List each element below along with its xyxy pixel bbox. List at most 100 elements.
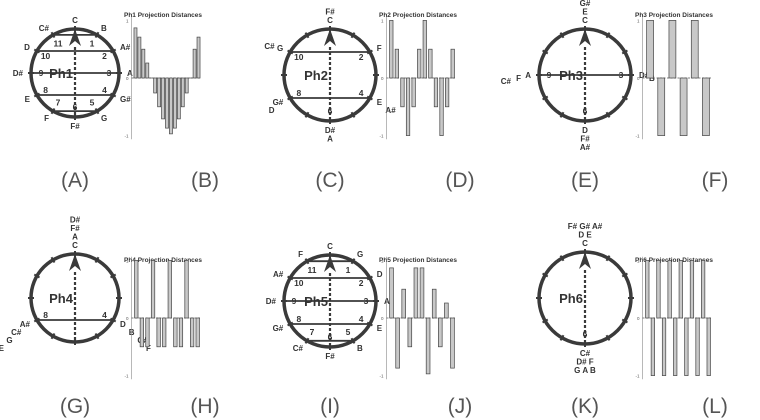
bar xyxy=(667,260,672,319)
bar xyxy=(673,317,678,376)
tick-mark xyxy=(559,334,565,341)
pitch-label: D xyxy=(377,270,383,279)
pitch-label: C# xyxy=(580,349,591,358)
bar xyxy=(165,77,169,129)
bar xyxy=(439,77,444,136)
pitch-label: A xyxy=(327,135,333,144)
bar xyxy=(153,77,158,94)
chart-title: Ph2 Projection Distances xyxy=(379,12,457,19)
tick-label: 1 xyxy=(637,258,640,263)
pitch-label: A# xyxy=(580,143,591,152)
pitch-label: G# xyxy=(120,95,131,104)
bar xyxy=(668,20,677,79)
arrow-icon xyxy=(579,252,591,269)
tick-label: 0 xyxy=(637,316,640,321)
pitch-label: D# xyxy=(13,69,24,78)
bar xyxy=(145,62,150,79)
tick-mark xyxy=(605,111,611,118)
bar xyxy=(395,317,400,369)
position-number: 5 xyxy=(346,327,351,337)
tick-mark xyxy=(304,111,310,118)
pitch-label: B xyxy=(649,74,655,83)
tick-label: -1 xyxy=(379,374,383,379)
bar xyxy=(433,77,439,108)
tick-mark xyxy=(94,333,100,340)
tick-label: 1 xyxy=(381,258,384,263)
pitch-label: D E xyxy=(578,231,592,240)
position-number: 6 xyxy=(328,106,333,116)
bar xyxy=(419,267,425,319)
pitch-label: G xyxy=(6,336,12,345)
pitch-label: E xyxy=(25,95,31,104)
pitch-label: D# xyxy=(266,297,277,306)
position-number: 9 xyxy=(39,68,44,78)
bar xyxy=(444,302,449,319)
position-number: 8 xyxy=(43,310,48,320)
bar xyxy=(450,317,455,369)
bar xyxy=(422,20,427,79)
tick-label: 1 xyxy=(126,258,129,263)
pitch-label: E xyxy=(377,324,383,333)
bar xyxy=(178,317,184,348)
chart-title: Ph5 Projection Distances xyxy=(379,257,457,264)
tick-label: 0 xyxy=(381,76,384,81)
bar xyxy=(169,77,173,135)
bar xyxy=(428,48,433,79)
tick-label: 1 xyxy=(126,18,129,23)
bar xyxy=(184,77,189,94)
bar xyxy=(156,317,161,348)
pitch-label: F# G# A# xyxy=(568,222,603,231)
position-number: 5 xyxy=(90,97,95,107)
pitch-label: G A B xyxy=(574,366,596,375)
position-number: 6 xyxy=(583,329,588,339)
pitch-label: A xyxy=(525,71,531,80)
tick-label: -1 xyxy=(124,374,128,379)
bar xyxy=(162,317,167,348)
pitch-label: F# xyxy=(70,224,80,233)
pitch-label: F# xyxy=(580,135,590,144)
tick-mark xyxy=(621,272,628,278)
pitch-label: B xyxy=(357,344,363,353)
position-number: 4 xyxy=(102,310,107,320)
tick-mark xyxy=(110,273,117,279)
bar xyxy=(394,48,399,79)
pitch-label: A# xyxy=(20,320,31,329)
pitch-label: C# xyxy=(11,328,22,337)
pitch-label: E xyxy=(582,8,588,17)
bar xyxy=(157,77,161,108)
circle-title: Ph4 xyxy=(49,291,74,306)
pitch-label: G# xyxy=(273,98,284,107)
position-number: 2 xyxy=(359,52,364,62)
bar xyxy=(139,317,144,348)
pitch-label: A xyxy=(384,297,390,306)
bar xyxy=(413,267,419,319)
bar xyxy=(133,27,138,79)
bar xyxy=(407,317,413,348)
position-number: 6 xyxy=(73,102,78,112)
bar xyxy=(650,317,655,376)
position-number: 8 xyxy=(296,314,301,324)
arrow-icon xyxy=(69,29,81,46)
tick-mark xyxy=(621,95,628,101)
panel-caption: (F) xyxy=(702,169,729,192)
tick-mark xyxy=(559,111,565,118)
bar xyxy=(145,317,150,348)
bar xyxy=(689,260,695,319)
tick-mark xyxy=(621,49,628,55)
bar xyxy=(417,48,422,79)
pitch-label: C xyxy=(327,242,333,251)
position-number: 6 xyxy=(583,106,588,116)
arrow-icon xyxy=(324,29,336,46)
pitch-label: F# xyxy=(325,352,335,361)
tick-mark xyxy=(50,256,56,263)
tick-mark xyxy=(542,272,549,278)
pitch-label: A xyxy=(127,69,133,78)
position-number: 4 xyxy=(359,314,364,324)
bar xyxy=(645,260,650,319)
